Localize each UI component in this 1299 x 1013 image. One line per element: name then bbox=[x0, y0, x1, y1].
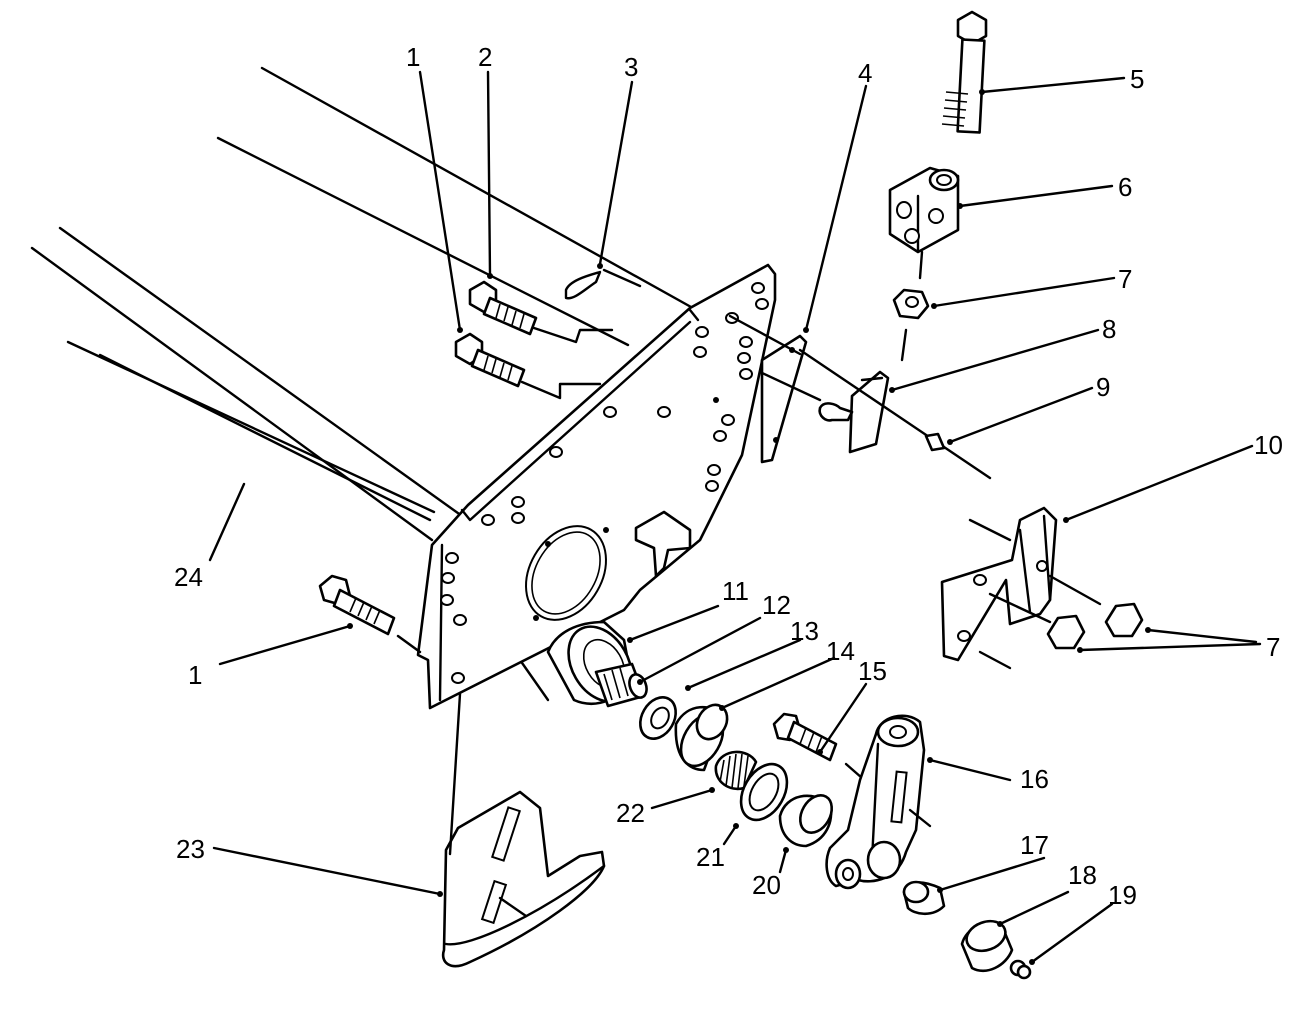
callout-8: 8 bbox=[1102, 314, 1116, 344]
callout-21: 21 bbox=[696, 842, 725, 872]
callout-9: 9 bbox=[1096, 372, 1110, 402]
bolt-upper-1 bbox=[454, 332, 602, 400]
callout-11: 11 bbox=[722, 576, 749, 606]
leader-dots bbox=[347, 89, 1151, 965]
skid-plate-23 bbox=[441, 790, 606, 968]
callout-4: 4 bbox=[858, 58, 872, 88]
callout-23: 23 bbox=[176, 834, 205, 864]
callout-labels: 1 2 3 4 5 6 7 8 9 10 7 11 12 13 14 15 16… bbox=[174, 42, 1283, 910]
callout-24: 24 bbox=[174, 562, 203, 592]
callout-12: 12 bbox=[762, 590, 791, 620]
nuts-7-lower bbox=[1046, 602, 1144, 650]
nut-7-upper bbox=[892, 288, 930, 362]
callout-10: 10 bbox=[1254, 430, 1283, 460]
callout-17: 17 bbox=[1020, 830, 1049, 860]
bolt-lower-1 bbox=[318, 574, 422, 654]
callout-7-lower: 7 bbox=[1266, 632, 1280, 662]
callout-3: 3 bbox=[624, 52, 638, 82]
seal-13 bbox=[639, 696, 677, 740]
callout-1-lower: 1 bbox=[188, 660, 202, 690]
callout-19: 19 bbox=[1108, 880, 1137, 910]
shim-plate-4 bbox=[728, 314, 822, 464]
roller-bearing-22 bbox=[714, 750, 758, 791]
callout-1-upper: 1 bbox=[406, 42, 420, 72]
cotter-pin-3 bbox=[564, 268, 642, 300]
leader-lines bbox=[208, 70, 1262, 964]
ring-21 bbox=[739, 762, 789, 822]
frame-rails bbox=[30, 66, 702, 702]
bolt-15 bbox=[772, 712, 864, 780]
long-bolt-5 bbox=[941, 10, 988, 134]
callout-15: 15 bbox=[858, 656, 887, 686]
callout-2: 2 bbox=[478, 42, 492, 72]
callout-7-upper: 7 bbox=[1118, 264, 1132, 294]
spindle-housing bbox=[546, 620, 648, 708]
callout-18: 18 bbox=[1068, 860, 1097, 890]
callout-20: 20 bbox=[752, 870, 781, 900]
bushing-18 bbox=[960, 919, 1014, 973]
side-plate bbox=[416, 263, 777, 710]
callout-22: 22 bbox=[616, 798, 645, 828]
channel-bracket-10 bbox=[940, 506, 1102, 670]
bushing-17 bbox=[902, 880, 946, 916]
callout-13: 13 bbox=[790, 616, 819, 646]
callout-16: 16 bbox=[1020, 764, 1049, 794]
callout-5: 5 bbox=[1130, 64, 1144, 94]
bracket-8 bbox=[798, 348, 992, 480]
bearing-cup-14 bbox=[674, 703, 729, 772]
bushing-20 bbox=[778, 794, 834, 848]
callout-6: 6 bbox=[1118, 172, 1132, 202]
nut-19 bbox=[1009, 959, 1032, 980]
pivot-arm-16 bbox=[825, 714, 932, 890]
clamp-block-6 bbox=[888, 166, 960, 280]
callout-14: 14 bbox=[826, 636, 855, 666]
bolt-upper-2 bbox=[468, 280, 614, 344]
pin-9 bbox=[924, 432, 946, 452]
